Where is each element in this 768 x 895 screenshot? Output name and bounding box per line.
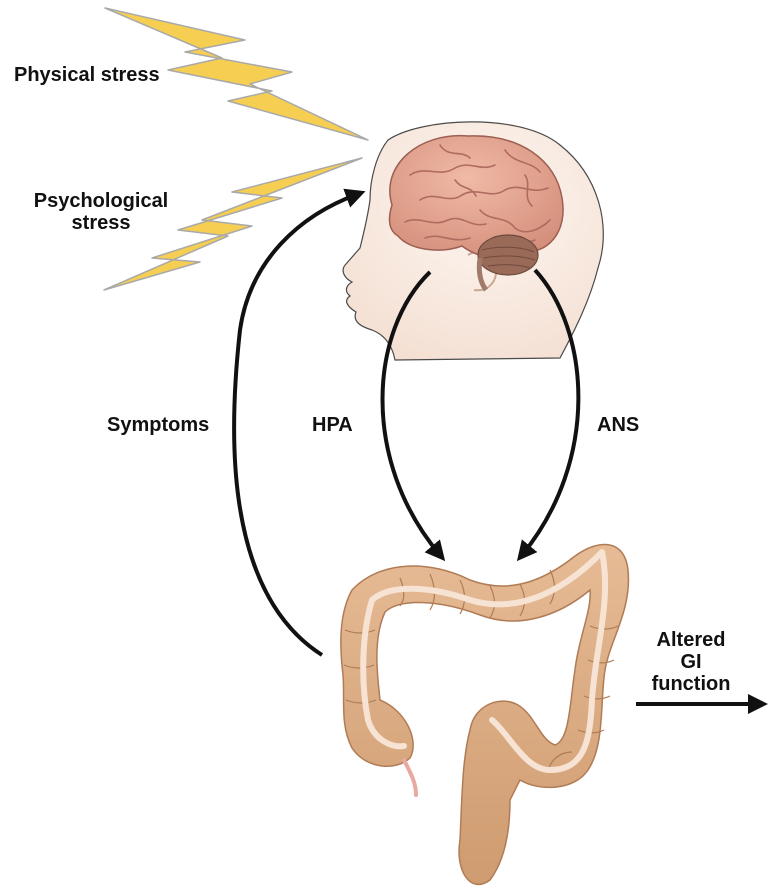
psychological-stress-line1: Psychological (18, 190, 184, 212)
psychological-stress-label: Psychological stress (18, 190, 184, 234)
altered-line2: GI (636, 651, 746, 673)
altered-gi-function-label: Altered GI function (636, 629, 746, 695)
ans-label: ANS (597, 414, 639, 436)
altered-line1: Altered (636, 629, 746, 651)
colon-icon (341, 544, 629, 884)
symptoms-label: Symptoms (107, 414, 209, 436)
psychological-stress-line2: stress (18, 212, 184, 234)
altered-line3: function (636, 673, 746, 695)
hpa-label: HPA (312, 414, 353, 436)
physical-stress-label: Physical stress (14, 64, 160, 86)
